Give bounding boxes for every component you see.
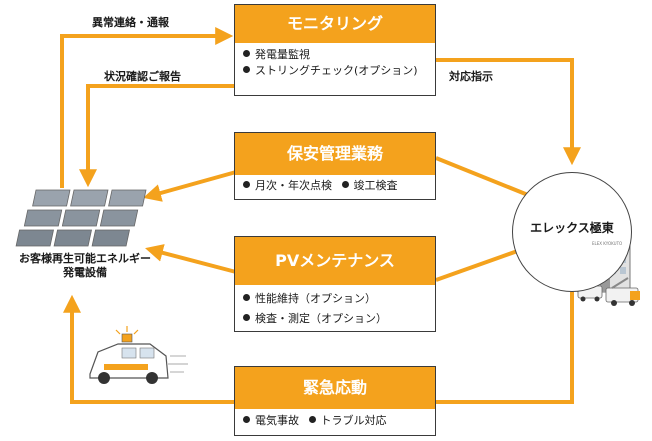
arrow-alert: [60, 27, 234, 188]
pv-maintenance-title: PVメンテナンス: [235, 237, 435, 285]
label-instruction: 対応指示: [449, 70, 493, 83]
arrow-safety-to-site: [143, 170, 237, 202]
utility-truck-icon: [605, 277, 640, 306]
monitoring-box: モニタリング 発電量監視 ストリングチェック(オプション): [234, 4, 436, 96]
site-label-line1: お客様再生可能エネルギー: [19, 252, 151, 265]
bullet-dot: [243, 314, 250, 321]
safety-title: 保安管理業務: [235, 133, 435, 175]
monitoring-item: ストリングチェック(オプション): [243, 63, 427, 79]
arrow-emergency-to-site: [63, 294, 236, 404]
label-alert: 異常連絡・通報: [92, 16, 169, 29]
bullet-dot: [243, 181, 250, 188]
solar-panels-icon: [15, 189, 147, 247]
emergency-item: 電気事故: [243, 414, 299, 427]
pv-maintenance-box: PVメンテナンス 性能維持（オプション） 検査・測定（オプション）: [234, 236, 436, 332]
bullet-dot: [243, 66, 250, 73]
monitoring-item: 発電量監視: [243, 47, 427, 63]
site-label-line2: 発電設備: [63, 266, 107, 279]
monitoring-title: モニタリング: [235, 5, 435, 43]
line-company-emergency: [436, 292, 574, 404]
bullet-dot: [341, 181, 349, 188]
label-report: 状況確認ご報告: [104, 70, 181, 83]
arrow-report: [79, 84, 234, 188]
safety-item: 月次・年次点検: [243, 179, 332, 192]
safety-item: 竣工検査: [341, 179, 398, 192]
emergency-item: トラブル対応: [308, 414, 387, 427]
company-name: エレックス極東: [530, 221, 614, 235]
emergency-title: 緊急応動: [235, 367, 435, 409]
building-sign: ELEX KYOKUTO: [592, 241, 623, 246]
line-company-safety: [435, 156, 529, 197]
company-circle: エレックス極東: [512, 172, 632, 292]
bullet-dot: [243, 50, 250, 57]
arrow-pv-to-site: [145, 244, 237, 274]
pv-item: 性能維持（オプション）: [243, 291, 427, 307]
bullet-dot: [243, 416, 250, 423]
arrow-instruction: [434, 58, 581, 166]
bullet-dot: [243, 294, 250, 301]
bullet-dot: [308, 416, 316, 423]
safety-box: 保安管理業務 月次・年次点検 竣工検査: [234, 132, 436, 200]
site-label: お客様再生可能エネルギー 発電設備: [0, 252, 170, 280]
emergency-van-icon: [89, 326, 188, 384]
emergency-box: 緊急応動 電気事故 トラブル対応: [234, 366, 436, 436]
line-company-pv: [435, 246, 527, 282]
pv-item: 検査・測定（オプション）: [243, 311, 427, 327]
